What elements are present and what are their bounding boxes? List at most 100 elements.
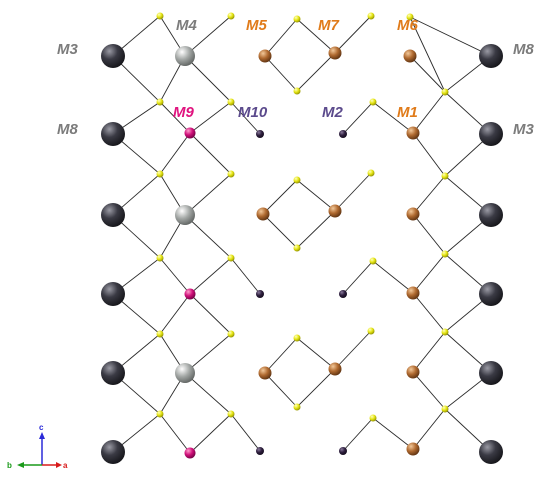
- bond: [230, 413, 261, 452]
- atom-magenta: [184, 447, 196, 459]
- atom-magenta: [184, 288, 196, 300]
- atom-dark-purple: [339, 290, 347, 298]
- atom-yellow: [227, 330, 235, 338]
- atom-yellow: [367, 327, 375, 335]
- label-M2: M2: [322, 104, 343, 121]
- atom-brown: [328, 204, 342, 218]
- atom-brown: [406, 207, 420, 221]
- atom-yellow: [369, 414, 377, 422]
- atom-dark-gray: [101, 203, 125, 227]
- label-M10: M10: [238, 104, 268, 121]
- atom-dark-purple: [339, 447, 347, 455]
- label-M9: M9: [173, 104, 194, 121]
- site-labels: M3 M4 M5 M7 M6 M8 M8 M9 M10 M2 M1 M3: [57, 17, 534, 138]
- atom-yellow: [156, 98, 164, 106]
- atom-brown: [328, 46, 342, 60]
- c-axis-arrowhead: [39, 432, 45, 439]
- axis-triad: c b a: [7, 423, 68, 470]
- label-M6: M6: [397, 17, 418, 34]
- atom-yellow: [156, 12, 164, 20]
- atom-yellow: [156, 330, 164, 338]
- atom-dark-gray: [101, 122, 125, 146]
- c-axis-label: c: [39, 423, 44, 432]
- bond: [409, 16, 492, 453]
- atom-yellow: [293, 334, 301, 342]
- atom-dark-gray: [101, 44, 125, 68]
- atom-yellow: [227, 410, 235, 418]
- atom-dark-gray: [479, 440, 503, 464]
- atom-yellow: [156, 254, 164, 262]
- atom-yellow: [369, 98, 377, 106]
- atom-yellow: [156, 410, 164, 418]
- atom-brown: [258, 366, 272, 380]
- atom-yellow: [293, 176, 301, 184]
- a-axis-arrowhead: [56, 462, 62, 468]
- atom-yellow: [441, 172, 449, 180]
- atom-dark-gray: [479, 203, 503, 227]
- label-M4: M4: [176, 17, 197, 34]
- atom-yellow: [369, 257, 377, 265]
- atom-yellow: [367, 169, 375, 177]
- atom-yellow: [441, 88, 449, 96]
- atom-yellow: [441, 250, 449, 258]
- label-M5: M5: [246, 17, 267, 34]
- bond: [342, 417, 414, 452]
- bond: [342, 260, 414, 295]
- atom-brown: [406, 126, 420, 140]
- atom-dark-gray: [479, 44, 503, 68]
- atom-yellow: [441, 328, 449, 336]
- label-M8-left: M8: [57, 121, 78, 138]
- atom-silver: [175, 46, 195, 66]
- bond: [230, 101, 261, 135]
- atom-silver: [175, 205, 195, 225]
- atom-yellow: [227, 254, 235, 262]
- atom-brown: [258, 49, 272, 63]
- bond: [230, 257, 261, 295]
- atom-brown: [406, 365, 420, 379]
- bond: [262, 179, 336, 249]
- atom-yellow: [293, 15, 301, 23]
- atom-dark-gray: [479, 361, 503, 385]
- atom-dark-purple: [339, 130, 347, 138]
- bonds-layer: [112, 15, 492, 454]
- bond: [112, 55, 161, 453]
- label-M3-right: M3: [513, 121, 534, 138]
- atom-yellow: [227, 12, 235, 20]
- atom-dark-gray: [101, 282, 125, 306]
- atom-dark-purple: [256, 447, 264, 455]
- atom-yellow: [367, 12, 375, 20]
- label-M3-left: M3: [57, 41, 78, 58]
- atom-yellow: [406, 13, 414, 21]
- atom-brown: [256, 207, 270, 221]
- atom-brown: [406, 442, 420, 456]
- atom-yellow: [227, 98, 235, 106]
- atom-dark-gray: [479, 282, 503, 306]
- bond: [264, 337, 336, 408]
- atom-dark-gray: [479, 122, 503, 146]
- atom-brown: [406, 286, 420, 300]
- atom-dark-gray: [101, 361, 125, 385]
- atom-yellow: [293, 403, 301, 411]
- label-M7: M7: [318, 17, 339, 34]
- atom-silver: [175, 363, 195, 383]
- b-axis-label: b: [7, 461, 12, 470]
- bond: [409, 16, 446, 450]
- atom-dark-gray: [101, 440, 125, 464]
- atom-dark-purple: [256, 130, 264, 138]
- atom-brown: [328, 362, 342, 376]
- atom-yellow: [293, 244, 301, 252]
- bond: [334, 330, 372, 370]
- b-axis-arrowhead: [17, 462, 24, 468]
- atom-brown: [403, 49, 417, 63]
- atoms-layer: [101, 12, 503, 464]
- bond: [334, 172, 372, 212]
- atom-magenta: [184, 127, 196, 139]
- atom-yellow: [156, 170, 164, 178]
- atom-yellow: [293, 87, 301, 95]
- atom-yellow: [227, 170, 235, 178]
- label-M1: M1: [397, 104, 418, 121]
- bond: [334, 15, 372, 54]
- a-axis-label: a: [63, 461, 68, 470]
- atom-yellow: [441, 405, 449, 413]
